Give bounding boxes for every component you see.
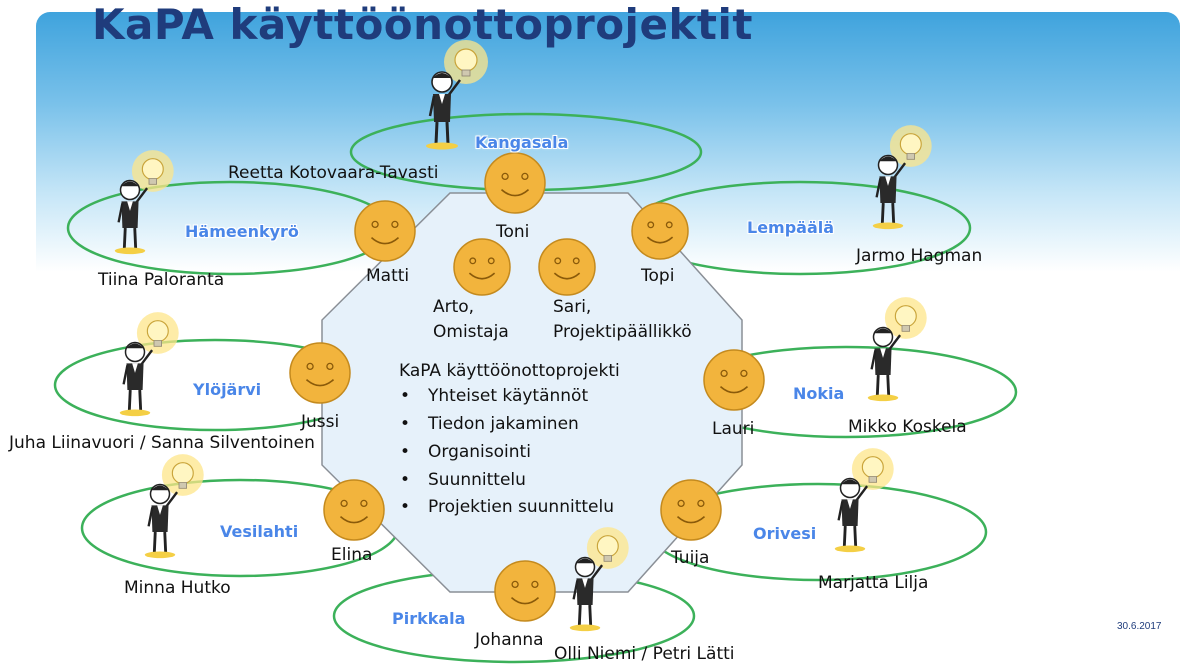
hub-bullet: Projektien suunnittelu bbox=[400, 497, 614, 517]
smiley-toni-icon bbox=[484, 152, 546, 214]
contact-pirkkala: Olli Niemi / Petri Lätti bbox=[554, 644, 735, 664]
member-johanna: Johanna bbox=[475, 630, 544, 650]
owner-role: Omistaja bbox=[433, 322, 509, 342]
contact-lempaala: Jarmo Hagman bbox=[856, 246, 983, 266]
smiley-elina-icon bbox=[323, 479, 385, 541]
hub-heading: KaPA käyttöönottoprojekti bbox=[399, 361, 620, 381]
contact-kangasala: Reetta Kotovaara-Tavasti bbox=[228, 163, 439, 183]
figure-hameenkyro-icon bbox=[114, 150, 174, 255]
page-title: KaPA käyttöönottoprojektit bbox=[92, 0, 753, 49]
town-label-ylojarvi: Ylöjärvi bbox=[193, 380, 262, 399]
member-elina: Elina bbox=[331, 545, 373, 565]
town-label-nokia: Nokia bbox=[793, 384, 845, 403]
figure-group bbox=[114, 40, 932, 632]
manager-name: Sari, bbox=[553, 297, 592, 317]
hub-bullet: Organisointi bbox=[400, 442, 531, 462]
manager-role: Projektipäällikkö bbox=[553, 322, 692, 342]
smiley-manager-icon bbox=[538, 238, 596, 296]
contact-hameenkyro: Tiina Paloranta bbox=[98, 270, 225, 290]
town-label-vesilahti: Vesilahti bbox=[220, 522, 299, 541]
member-jussi: Jussi bbox=[301, 412, 340, 432]
smiley-lauri-icon bbox=[703, 349, 765, 411]
member-toni: Toni bbox=[496, 222, 530, 242]
smiley-topi-icon bbox=[631, 202, 689, 260]
town-label-orivesi: Orivesi bbox=[753, 524, 817, 543]
figure-ylojarvi-icon bbox=[119, 312, 179, 417]
figure-orivesi-icon bbox=[834, 448, 894, 553]
figure-pirkkala-icon bbox=[569, 527, 629, 632]
smiley-johanna-icon bbox=[494, 560, 556, 622]
figure-nokia-icon bbox=[867, 297, 927, 402]
owner-name: Arto, bbox=[433, 297, 475, 317]
figure-lempaala-icon bbox=[872, 125, 932, 230]
date-footer: 30.6.2017 bbox=[1117, 621, 1162, 632]
contact-vesilahti: Minna Hutko bbox=[124, 578, 231, 598]
smiley-tuija-icon bbox=[660, 479, 722, 541]
contact-nokia: Mikko Koskela bbox=[848, 417, 967, 437]
member-lauri: Lauri bbox=[712, 419, 755, 439]
town-label-kangasala: Kangasala bbox=[475, 133, 569, 152]
town-label-hameenkyro: Hämeenkyrö bbox=[185, 222, 299, 241]
smiley-group bbox=[289, 152, 765, 622]
town-label-pirkkala: Pirkkala bbox=[392, 609, 466, 628]
smiley-owner-icon bbox=[453, 238, 511, 296]
member-matti: Matti bbox=[366, 266, 410, 286]
figure-vesilahti-icon bbox=[144, 454, 204, 559]
smiley-matti-icon bbox=[354, 200, 416, 262]
hub-bullet: Suunnittelu bbox=[400, 470, 526, 490]
member-tuija: Tuija bbox=[671, 548, 710, 568]
member-topi: Topi bbox=[641, 266, 675, 286]
contact-orivesi: Marjatta Lilja bbox=[818, 573, 929, 593]
town-label-lempaala: Lempäälä bbox=[747, 218, 835, 237]
smiley-jussi-icon bbox=[289, 342, 351, 404]
contact-ylojarvi: Juha Liinavuori / Sanna Silventoinen bbox=[9, 433, 315, 453]
figure-kangasala-icon bbox=[426, 40, 488, 150]
hub-bullet: Tiedon jakaminen bbox=[400, 414, 579, 434]
hub-bullet: Yhteiset käytännöt bbox=[400, 386, 588, 406]
